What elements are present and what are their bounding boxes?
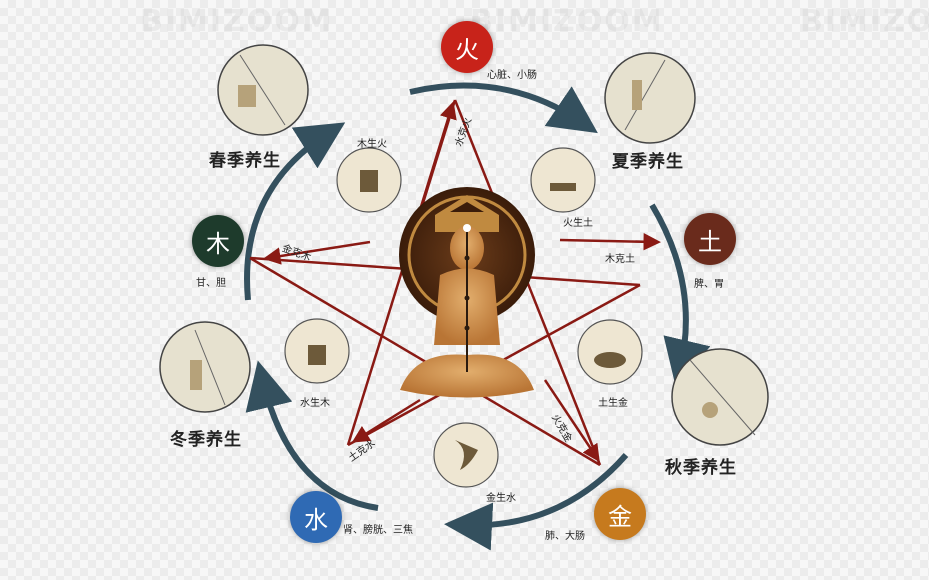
wood-element-circle: 木 xyxy=(192,215,244,267)
watermark: BIMIZOOM xyxy=(800,4,929,39)
wood-element-label: 木 xyxy=(206,229,230,258)
metal-element-label: 金 xyxy=(608,502,632,531)
water-element-label: 水 xyxy=(304,505,328,534)
autumn-illustration xyxy=(671,348,769,446)
wood-earth-label: 木克土 xyxy=(605,254,635,265)
earth-element-label: 土 xyxy=(698,227,722,256)
arc-metal-water xyxy=(444,453,629,551)
fire-organs: 心脏、小肠 xyxy=(487,70,537,81)
autumn-label: 秋季养生 xyxy=(665,458,737,478)
watermark: BIMIZOOM xyxy=(470,4,664,39)
earth-element-circle: 土 xyxy=(684,213,736,265)
wood-fire-label: 木生火 xyxy=(357,139,387,150)
water-organs: 肾、膀胱、三焦 xyxy=(343,525,413,536)
summer-label: 夏季养生 xyxy=(612,152,684,172)
water-wood-label: 水生木 xyxy=(300,398,330,409)
water-element-circle: 水 xyxy=(290,491,342,543)
wood-organs: 甘、胆 xyxy=(196,278,226,289)
arc-fire-earth xyxy=(409,82,598,134)
watermark: BIMIZOOM xyxy=(140,4,334,39)
fire-element-label: 火 xyxy=(455,35,479,64)
arc-earth-metal xyxy=(649,203,711,388)
fire-element-circle: 火 xyxy=(441,21,493,73)
fire-earth-label: 火生土 xyxy=(563,218,593,229)
arc-wood-fire xyxy=(244,122,346,301)
summer-illustration xyxy=(604,52,696,144)
metal-element-circle: 金 xyxy=(594,488,646,540)
metal-water-label: 金生水 xyxy=(486,493,516,504)
arc-water-wood xyxy=(245,360,379,511)
winter-illustration xyxy=(159,321,251,413)
winter-label: 冬季养生 xyxy=(170,430,242,450)
earth-metal-label: 土生金 xyxy=(598,398,628,409)
earth-organs: 脾、胃 xyxy=(694,279,724,290)
spring-label: 春季养生 xyxy=(209,151,281,171)
metal-organs: 肺、大肠 xyxy=(545,531,585,542)
meditation-figure xyxy=(399,187,535,398)
fire-earth-illustration xyxy=(530,147,596,213)
